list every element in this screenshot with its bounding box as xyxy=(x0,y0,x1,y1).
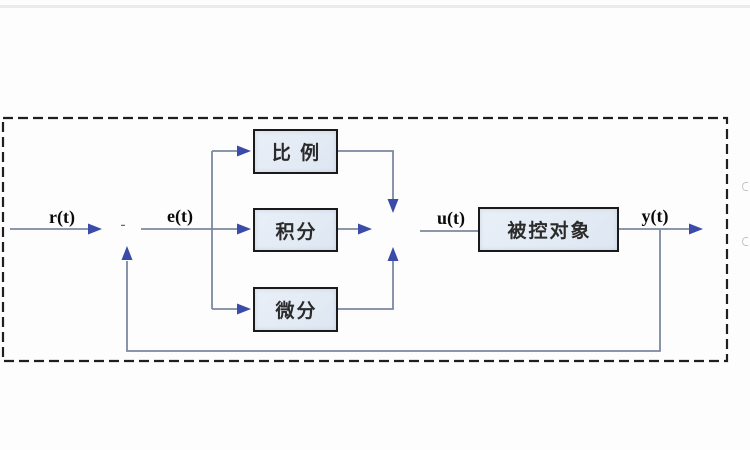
feedback-line xyxy=(126,230,661,352)
integral-input-arrowhead xyxy=(237,223,251,235)
error-signal-label: e(t) xyxy=(167,206,193,226)
derivative-sum-arrowhead xyxy=(387,247,399,261)
dashed-boundary xyxy=(1,116,729,363)
edge-artifact xyxy=(742,237,748,246)
derivative-output-line xyxy=(338,260,394,310)
integral-block-label: 积分 xyxy=(275,221,318,243)
feedback-arrowhead xyxy=(121,246,133,260)
proportional-block: 比 例 xyxy=(253,129,338,174)
input-arrowhead xyxy=(88,223,102,235)
plant-block-label: 被控对象 xyxy=(507,221,592,242)
edge-artifact xyxy=(742,182,748,191)
input-signal-label: r(t) xyxy=(49,207,75,227)
proportional-block-label: 比 例 xyxy=(271,143,322,164)
plant-block: 被控对象 xyxy=(478,207,619,252)
proportional-sum-arrowhead xyxy=(387,199,399,213)
page-top-divider xyxy=(0,5,750,8)
control-signal-label: u(t) xyxy=(437,208,465,228)
proportional-output-line xyxy=(338,150,394,200)
summing-junction-minus-sign: - xyxy=(120,217,126,233)
integral-block: 积分 xyxy=(253,208,338,252)
derivative-block-label: 微分 xyxy=(275,301,318,322)
derivative-input-arrowhead xyxy=(237,303,251,315)
output-arrowhead xyxy=(689,223,703,235)
proportional-input-arrowhead xyxy=(237,145,251,157)
output-signal-label: y(t) xyxy=(641,206,669,226)
derivative-block: 微分 xyxy=(253,287,338,332)
integral-sum-arrowhead xyxy=(358,223,372,235)
